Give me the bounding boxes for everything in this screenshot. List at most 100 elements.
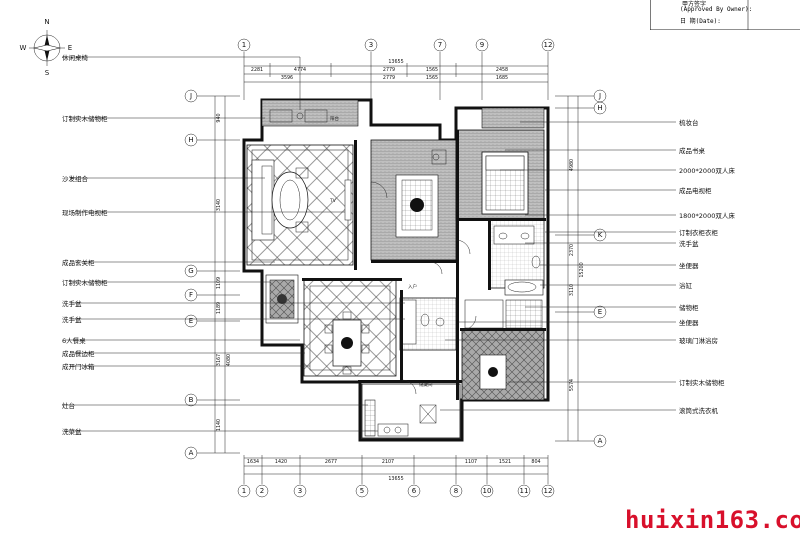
axis-bottom-2: 2 [260, 487, 264, 495]
left-label-8: 6人餐桌 [62, 336, 86, 345]
left-label-10: 成开门冰箱 [62, 362, 95, 371]
right-label-4: 1800*2000双人床 [679, 211, 735, 220]
dim-bottom-5: 1521 [499, 459, 511, 465]
dim-bottom-total: 13655 [388, 476, 403, 482]
axis-right-H: H [597, 104, 602, 112]
dim-left-6: 4080 [226, 354, 232, 366]
dim-right-5: 5574 [569, 379, 575, 391]
left-label-2: 沙发组合 [62, 174, 89, 183]
axis-top-9: 9 [480, 41, 484, 49]
dim-bottom-6: 804 [531, 459, 540, 465]
right-label-12: 订制实木储物柜 [679, 378, 725, 387]
right-label-10: 坐便器 [679, 318, 699, 327]
axis-right-E: E [598, 308, 602, 316]
left-label-3: 现场制作电视柜 [62, 208, 108, 217]
left-label-5: 订制实木储物柜 [62, 278, 108, 287]
axis-bottom-5: 5 [360, 487, 364, 495]
axis-bottom-3: 3 [298, 487, 302, 495]
right-label-1: 成品书桌 [679, 146, 706, 155]
left-label-1: 订制实木储物柜 [62, 114, 108, 123]
dim-bottom-3: 2107 [382, 459, 394, 465]
dim-bottom-0: 1634 [247, 459, 259, 465]
right-label-13: 滚筒式洗衣机 [679, 406, 719, 415]
top-axis-markers: 1 3 7 9 12 2281 4774 2779 1565 2458 3596… [237, 38, 555, 100]
dim-top-total: 13655 [388, 59, 403, 65]
axis-bottom-11: 11 [520, 487, 529, 495]
left-label-11: 灶台 [62, 401, 75, 410]
dim-top2-3: 1685 [496, 75, 508, 81]
right-label-0: 梳妆台 [679, 118, 699, 127]
bottom-axis-markers: 1 2 3 5 6 8 10 11 12 1634 1420 2677 2107… [237, 455, 555, 498]
dim-top2-2: 1565 [426, 75, 438, 81]
axis-bottom-8: 8 [454, 487, 458, 495]
dim-bottom-2: 2677 [325, 459, 337, 465]
dim-top-0: 2281 [251, 67, 263, 73]
dim-left-3: 1109 [216, 277, 222, 289]
axis-top-3: 3 [369, 41, 373, 49]
axis-top-12: 12 [544, 41, 553, 49]
right-label-11: 玻璃门淋浴房 [679, 336, 718, 345]
right-annotations: 梳妆台 成品书桌 2000*2000双人床 成品电视柜 1800*2000双人床… [440, 118, 735, 415]
axis-left-G: G [188, 267, 193, 275]
floor-plan-body: 阳台 TV [242, 98, 550, 442]
watermark: huixin163.com [625, 506, 800, 534]
right-axis-markers: J H K E A 4980 2370 15200 3110 5574 [555, 89, 607, 448]
axis-right-K: K [598, 231, 603, 239]
dim-left-5: 3167 [216, 354, 222, 366]
right-label-8: 浴缸 [679, 281, 693, 290]
dim-left-7: 1140 [216, 419, 222, 431]
right-label-2: 2000*2000双人床 [679, 166, 735, 175]
dim-top2-0: 3596 [281, 75, 293, 81]
axis-left-F: F [189, 291, 193, 299]
axis-bottom-1: 1 [242, 487, 246, 495]
axis-top-1: 1 [242, 41, 246, 49]
compass-e: E [68, 44, 72, 52]
compass-icon: N S W E [20, 18, 73, 77]
dim-bottom-1: 1420 [275, 459, 287, 465]
left-label-7: 洗手盆 [62, 315, 82, 324]
axis-bottom-6: 6 [412, 487, 417, 495]
dim-left-2: 3140 [216, 199, 222, 211]
left-annotations: 休闲桌椅 订制实木储物柜 沙发组合 现场制作电视柜 成品玄关柜 订制实木储物柜 … [62, 53, 405, 436]
left-label-12: 洗菜盆 [62, 427, 82, 436]
entry-label: 入户 [408, 283, 417, 290]
dim-right-3: 15200 [579, 262, 585, 277]
title-block: 甲方签字 (Approved By Owner): 日 期(Date): [650, 0, 800, 30]
dim-right-4: 3110 [569, 284, 575, 296]
axis-right-A: A [598, 437, 603, 445]
right-label-9: 储物柜 [679, 303, 699, 312]
closet-label: 储藏间 [419, 381, 433, 388]
axis-left-B: B [189, 396, 194, 404]
compass-n: N [44, 18, 49, 26]
dim-top-3: 1565 [426, 67, 438, 73]
axis-bottom-10: 10 [483, 487, 492, 495]
compass-w: W [20, 44, 27, 52]
left-label-9: 成品餐边柜 [62, 349, 95, 358]
balcony-label: 阳台 [330, 115, 339, 122]
date-label: 日 期(Date): [680, 18, 721, 25]
left-axis-markers: J H G F E B A 940 3140 1109 1189 3167 40… [184, 89, 240, 460]
left-label-4: 成品玄关柜 [62, 258, 95, 267]
right-label-7: 坐便器 [679, 261, 699, 270]
right-label-6: 洗手盆 [679, 239, 699, 248]
right-label-3: 成品电视柜 [679, 186, 712, 195]
axis-left-H: H [188, 136, 193, 144]
left-label-0: 休闲桌椅 [62, 53, 89, 62]
axis-left-J: J [189, 92, 192, 100]
owner-approved-label: (Approved By Owner): [680, 6, 753, 13]
dim-top2-1: 2779 [383, 75, 395, 81]
dim-right-0: 4980 [569, 159, 575, 171]
axis-right-J: J [598, 92, 601, 100]
compass-s: S [45, 69, 50, 77]
right-label-5: 订制衣柜衣柜 [679, 228, 719, 237]
axis-left-E: E [189, 317, 193, 325]
tv-label: TV [329, 198, 337, 204]
dim-top-4: 2458 [496, 67, 508, 73]
dim-bottom-4: 1107 [465, 459, 477, 465]
dim-right-1: 2370 [569, 244, 575, 256]
owner-signature-label: 甲方签字 [682, 1, 707, 8]
axis-top-7: 7 [438, 41, 442, 49]
axis-bottom-12: 12 [544, 487, 553, 495]
dim-top-2: 2779 [383, 67, 395, 73]
